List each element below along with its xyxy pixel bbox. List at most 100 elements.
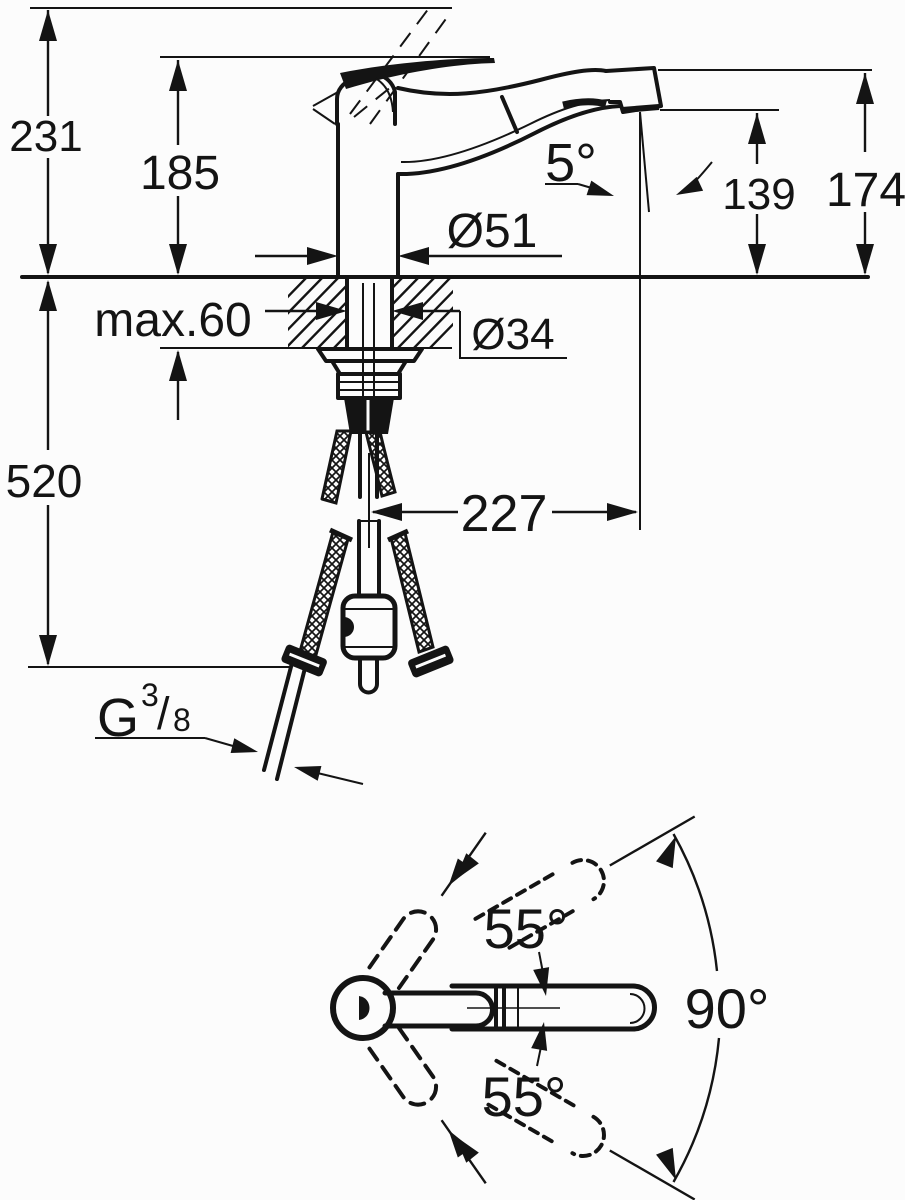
arrowhead bbox=[169, 244, 187, 275]
dashed-spout-edge bbox=[473, 871, 557, 921]
dashed-spout-edge bbox=[494, 1058, 578, 1109]
handle-lever bbox=[340, 58, 495, 89]
arrowhead bbox=[292, 759, 322, 781]
spout-underside-dark-mark bbox=[562, 98, 607, 109]
swivel-ext-line bbox=[609, 1149, 696, 1200]
dimension-spout-diameter: Ø51 bbox=[255, 205, 562, 265]
handle-body-capsule bbox=[382, 990, 495, 1029]
dimension-deck-thickness: max.60 bbox=[94, 294, 452, 420]
leader-line bbox=[459, 311, 567, 359]
angle-label-upper-55: 55° bbox=[448, 853, 569, 998]
spout-swivel-upper bbox=[473, 815, 696, 950]
faucet-body bbox=[312, 3, 663, 278]
angle-label-lower-55: 55° bbox=[448, 1020, 567, 1163]
dashed-handle-capsule bbox=[367, 909, 439, 991]
handle-raised-dashed-edge bbox=[349, 3, 433, 115]
arrowhead bbox=[169, 350, 187, 381]
weight-clip-dot bbox=[345, 617, 354, 637]
lower-hose-assembly bbox=[262, 519, 454, 781]
swivel-arc-90: 90° bbox=[656, 832, 770, 1184]
braided-hose bbox=[364, 430, 397, 498]
handle-motion-mark bbox=[312, 91, 339, 107]
arrowhead bbox=[856, 73, 874, 104]
dim-label-139: 139 bbox=[722, 170, 795, 219]
spout-cap-inner-line bbox=[629, 993, 646, 1024]
dimension-body-height: 185 bbox=[140, 60, 220, 275]
upper-hoses bbox=[320, 429, 397, 505]
dim-label-90deg: 90° bbox=[685, 977, 770, 1040]
arrowhead bbox=[748, 113, 766, 144]
spout-swivel-lower bbox=[486, 1058, 696, 1200]
top-view-faucet bbox=[330, 975, 657, 1041]
hatch-line bbox=[288, 278, 341, 347]
thread-label: G 3 / 8 bbox=[97, 677, 191, 748]
hose-cut-cap bbox=[386, 528, 410, 543]
dim-label-174: 174 bbox=[826, 164, 905, 217]
handle-motion-mark bbox=[312, 108, 336, 125]
swivel-ext-line bbox=[609, 815, 696, 867]
handle-raised-dashed-edge bbox=[353, 81, 398, 118]
arrowhead bbox=[39, 280, 57, 311]
arrowhead bbox=[39, 244, 57, 275]
dim-label-5deg: 5° bbox=[545, 133, 597, 193]
arc-segment bbox=[672, 1037, 721, 1183]
dimension-overall-height: 231 bbox=[9, 10, 83, 275]
arrowhead bbox=[371, 503, 402, 521]
arrowhead bbox=[307, 247, 338, 265]
handle-raised-dashed-edge bbox=[369, 15, 449, 125]
dim-label-d34: Ø34 bbox=[471, 310, 554, 359]
dashed-handle-capsule bbox=[367, 1025, 439, 1107]
dimension-below-deck: 520 bbox=[6, 280, 83, 666]
dimension-outlet-height: 139 bbox=[722, 113, 796, 275]
hose-weight bbox=[340, 593, 398, 661]
dim-label-max60: max.60 bbox=[94, 294, 251, 347]
hatch-line bbox=[288, 278, 357, 347]
spray-head-joint-line bbox=[500, 95, 519, 134]
handle-tip-dot bbox=[359, 996, 370, 1020]
hatch-line bbox=[288, 278, 309, 347]
pullout-hose-tail-edge bbox=[262, 661, 294, 772]
arrowhead bbox=[39, 10, 57, 41]
hatch-line bbox=[395, 278, 453, 347]
dim-label-55deg-lower: 55° bbox=[482, 1065, 567, 1128]
braided-hose bbox=[320, 429, 353, 505]
dimension-spout-height: 174 bbox=[826, 73, 905, 275]
spout-top-edge bbox=[396, 68, 608, 96]
arrowhead bbox=[656, 832, 685, 869]
hatch-line bbox=[288, 278, 325, 347]
dimension-hole-diameter: Ø34 bbox=[265, 302, 567, 359]
hose-lower-cap bbox=[358, 656, 379, 695]
dim-label-55deg-upper: 55° bbox=[484, 897, 569, 960]
arrowhead bbox=[531, 1020, 552, 1051]
dashed-spout-edge bbox=[507, 907, 578, 950]
arrowhead bbox=[656, 1147, 685, 1184]
mounting-shank bbox=[316, 276, 424, 434]
arrowhead bbox=[169, 60, 187, 91]
side-view: 231 185 174 139 bbox=[6, 3, 905, 785]
hose-fitting-left bbox=[281, 644, 327, 677]
dashed-spout-edge bbox=[486, 1102, 557, 1145]
pullout-hose-tail-edge bbox=[275, 666, 307, 781]
hatch-line bbox=[427, 278, 453, 347]
dim-label-231: 231 bbox=[9, 112, 82, 161]
arrowhead bbox=[672, 176, 704, 202]
arc-segment bbox=[672, 833, 719, 972]
dashed-spout-cap bbox=[570, 858, 606, 902]
fitting-slot bbox=[288, 652, 320, 668]
arrowhead bbox=[230, 738, 260, 760]
spout-bottom-edge bbox=[396, 104, 622, 177]
handle-swing-upper bbox=[367, 832, 487, 991]
spout-capsule bbox=[449, 983, 657, 1032]
arrowhead bbox=[856, 244, 874, 275]
dim-label-520: 520 bbox=[6, 455, 83, 507]
arrowhead bbox=[398, 247, 429, 265]
top-view: 90° 55° 55° bbox=[330, 815, 770, 1200]
hatch-line bbox=[411, 278, 453, 347]
dimension-spray-angle: 5° bbox=[545, 111, 713, 530]
arrowhead bbox=[39, 635, 57, 666]
fitting-slot bbox=[415, 653, 447, 669]
dimension-spout-reach: 227 bbox=[368, 453, 638, 548]
dim-label-227: 227 bbox=[461, 485, 548, 543]
